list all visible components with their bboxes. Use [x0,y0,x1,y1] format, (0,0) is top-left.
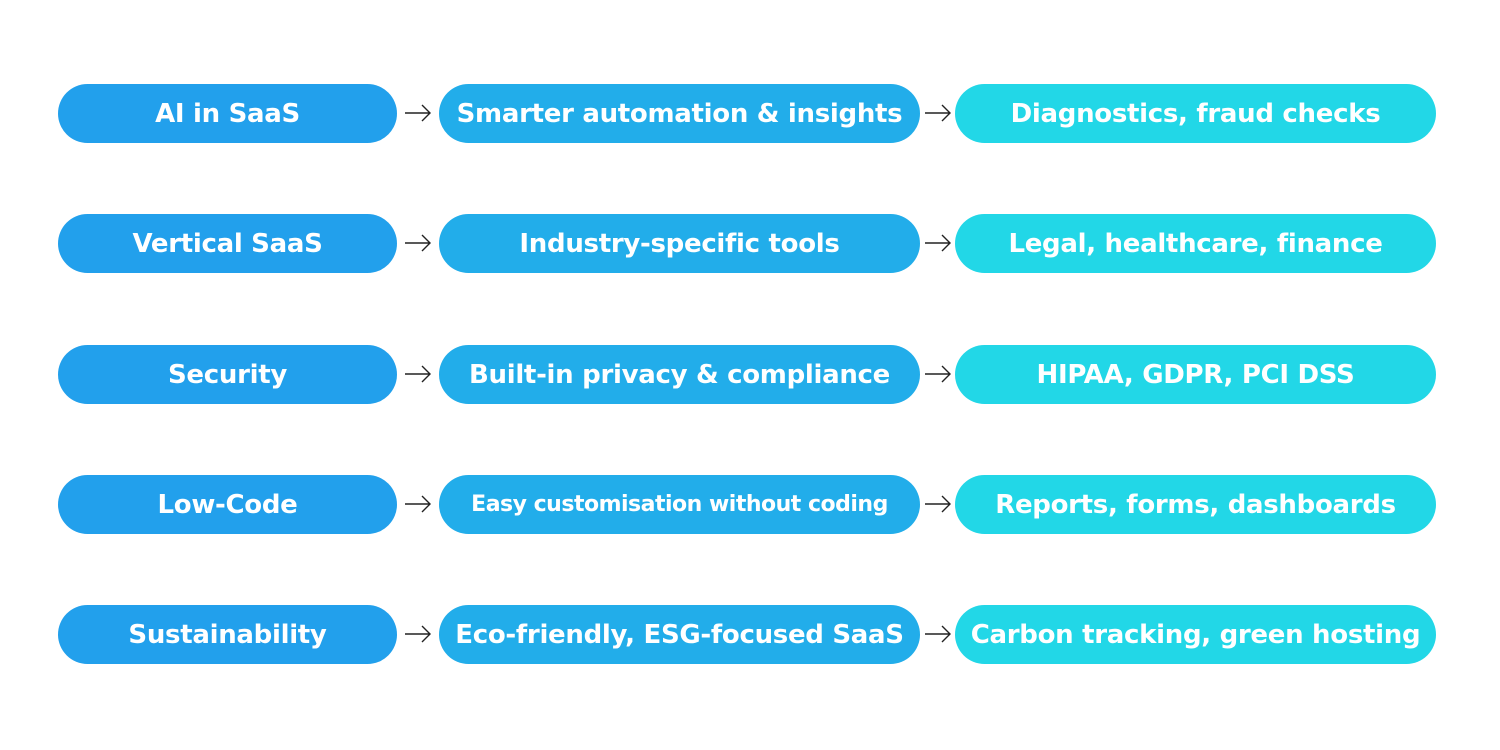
arrow-right-icon [925,104,951,122]
trend-row-security: Security Built-in privacy & compliance H… [0,345,1500,404]
category-pill: Security [58,345,397,404]
arrow-right-icon [405,234,431,252]
category-pill: AI in SaaS [58,84,397,143]
category-pill: Sustainability [58,605,397,664]
category-pill: Low-Code [58,475,397,534]
arrow-right-icon [405,365,431,383]
feature-pill: Eco-friendly, ESG-focused SaaS [439,605,920,664]
trend-row-sustainability: Sustainability Eco-friendly, ESG-focused… [0,605,1500,664]
arrow-right-icon [405,104,431,122]
examples-pill: Diagnostics, fraud checks [955,84,1436,143]
arrow-right-icon [405,625,431,643]
feature-pill: Easy customisation without coding [439,475,920,534]
examples-pill: Reports, forms, dashboards [955,475,1436,534]
examples-pill: Carbon tracking, green hosting [955,605,1436,664]
trend-row-vertical: Vertical SaaS Industry-specific tools Le… [0,214,1500,273]
feature-pill: Smarter automation & insights [439,84,920,143]
arrow-right-icon [925,495,951,513]
feature-pill: Industry-specific tools [439,214,920,273]
trend-row-lowcode: Low-Code Easy customisation without codi… [0,475,1500,534]
arrow-right-icon [925,365,951,383]
examples-pill: Legal, healthcare, finance [955,214,1436,273]
category-pill: Vertical SaaS [58,214,397,273]
arrow-right-icon [925,234,951,252]
arrow-right-icon [405,495,431,513]
feature-pill: Built-in privacy & compliance [439,345,920,404]
trend-row-ai: AI in SaaS Smarter automation & insights… [0,84,1500,143]
arrow-right-icon [925,625,951,643]
examples-pill: HIPAA, GDPR, PCI DSS [955,345,1436,404]
